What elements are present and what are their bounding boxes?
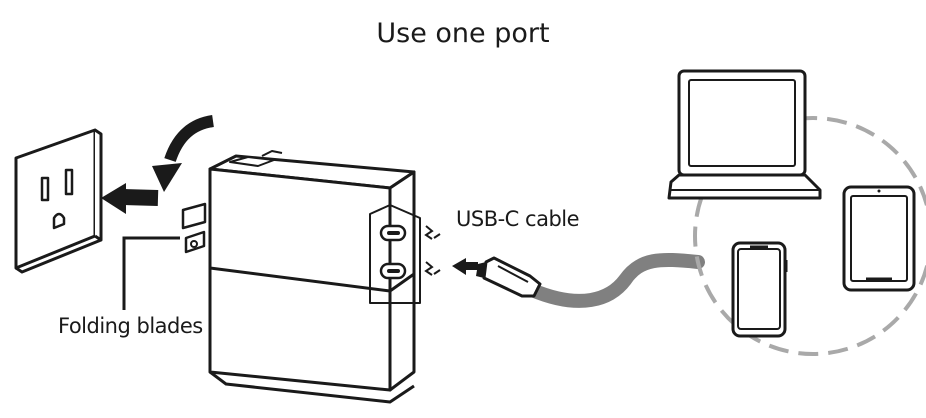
usb-c-plug-icon: [476, 252, 705, 308]
curved-arrow-icon: [152, 115, 215, 192]
laptop-icon: [667, 69, 822, 200]
charger-icon: [181, 150, 421, 404]
tablet-icon: [842, 185, 916, 292]
phone-icon: [731, 241, 788, 338]
wall-outlet-icon: [14, 128, 103, 274]
folding-blades-leader-line: [122, 236, 180, 310]
folding-blades-label: Folding blades: [58, 314, 203, 338]
insert-arrow-icon: [101, 183, 159, 214]
devices-circle: [693, 116, 926, 356]
port-highlight-icon: [424, 225, 441, 276]
diagram-title: Use one port: [376, 18, 550, 49]
plug-arrow-icon: [452, 258, 478, 275]
usb-c-cable-label: USB-C cable: [456, 207, 580, 231]
